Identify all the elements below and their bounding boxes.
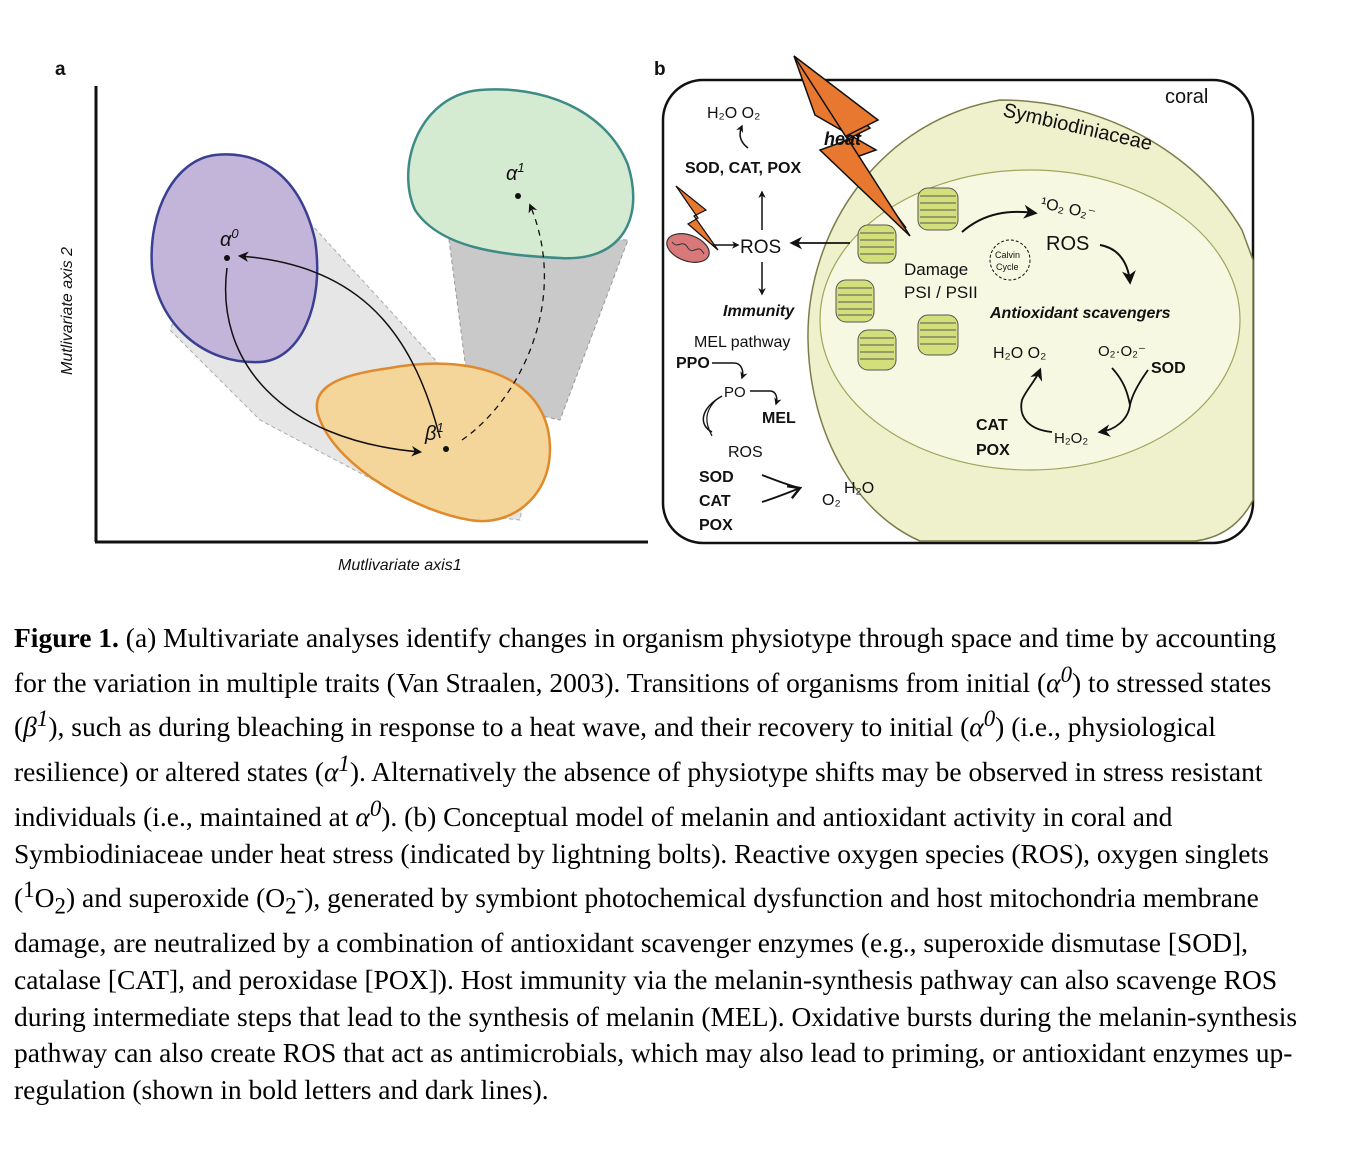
point-alpha0 [224,255,230,261]
host-sod: SOD [699,469,734,486]
host-sod-cat-pox: SOD, CAT, POX [685,160,801,177]
host-ppo: PPO [676,355,710,372]
thylakoid-stack [857,329,897,371]
panel-b: b coral Symbiodiniaceae [654,55,1255,545]
thylakoid-stack [917,187,959,231]
mitochondrion-icon [666,233,710,263]
heat-bolt-large-body [793,55,911,237]
label-alpha1: α1 [506,160,525,185]
chloroplast [819,169,1241,471]
sym-antioxidant-scavengers: Antioxidant scavengers [989,305,1171,322]
point-beta1 [443,446,449,452]
state-alpha0-region [150,153,319,364]
heat-label: heat [824,129,862,149]
thylakoid-stack [917,314,959,356]
host-pox: POX [699,517,733,534]
arrow-alpha0-to-beta1 [224,267,423,457]
host-po: PO [724,384,746,401]
sym-sod: SOD [1151,360,1186,377]
arrow-ros-to-scavengers [1099,244,1136,285]
caption-label: Figure 1. [14,622,119,653]
thylakoid-stacks [835,187,959,371]
arrow-h2o2-to-h2o [1020,367,1053,433]
host-mel-pathway: MEL pathway [694,334,790,351]
point-alpha1 [515,193,521,199]
host-ros-mel: ROS [728,444,763,461]
heat-bolt-small-icon [675,185,719,251]
panel-a: a α0 α1 β1 Mutlivariate axis1 Mutlivaria… [55,59,648,574]
arrow-to-h2o-top [736,124,749,149]
sym-h2o2: H₂O₂ [1054,430,1088,447]
host-h2o-bottom: H₂O [844,480,874,497]
arrow-sod-to-h2o-bottom [761,475,800,502]
host-immunity: Immunity [723,303,795,320]
sym-cat: CAT [976,417,1008,434]
panel-a-label: a [55,59,66,80]
y-axis-label: Mutlivariate axis 2 [59,247,76,375]
host-cat: CAT [699,493,731,510]
x-axis-label: Mutlivariate axis1 [338,557,462,574]
host-mel: MEL [762,410,796,427]
sym-ros: ROS [1046,233,1089,255]
thylakoid-stack [835,279,875,323]
arrow-beta1-to-alpha0 [237,251,441,439]
arrow-damage-to-singlet [961,204,1038,233]
calvin-label-2: Cycle [996,262,1019,272]
label-alpha0: α0 [220,226,239,251]
thylakoid-stack [857,224,897,264]
calvin-label-1: Calvin [995,250,1020,260]
sym-h2o-o2: H₂O O₂ [993,345,1046,362]
host-o2-bottom: O₂ [822,492,841,509]
calvin-cycle-icon [989,239,1031,281]
label-beta1: β1 [424,420,444,445]
arrow-ppo-to-po [712,362,748,380]
sym-pox: POX [976,442,1010,459]
host-ros: ROS [740,237,781,258]
arrow-beta1-to-alpha1 [461,203,546,441]
arrow-po-to-mel [750,390,782,406]
sym-psi-psii: PSI / PSII [904,283,978,302]
arrow-sod-merge [1100,367,1149,432]
coral-label: coral [1165,86,1208,108]
panel-b-label: b [654,59,666,80]
state-beta1-region [315,362,552,523]
state-alpha1-region [406,88,635,260]
sym-o2-superoxide: O₂·O₂⁻ [1098,343,1146,360]
sym-damage: Damage [904,260,968,279]
host-h2o-o2-top: H₂O O₂ [707,105,760,122]
figure-1: a α0 α1 β1 Mutlivariate axis1 Mutlivaria… [55,55,1255,574]
arrow-po-to-ros-2 [706,399,717,437]
figure-caption: Figure 1. (a) Multivariate analyses iden… [14,622,1298,1105]
